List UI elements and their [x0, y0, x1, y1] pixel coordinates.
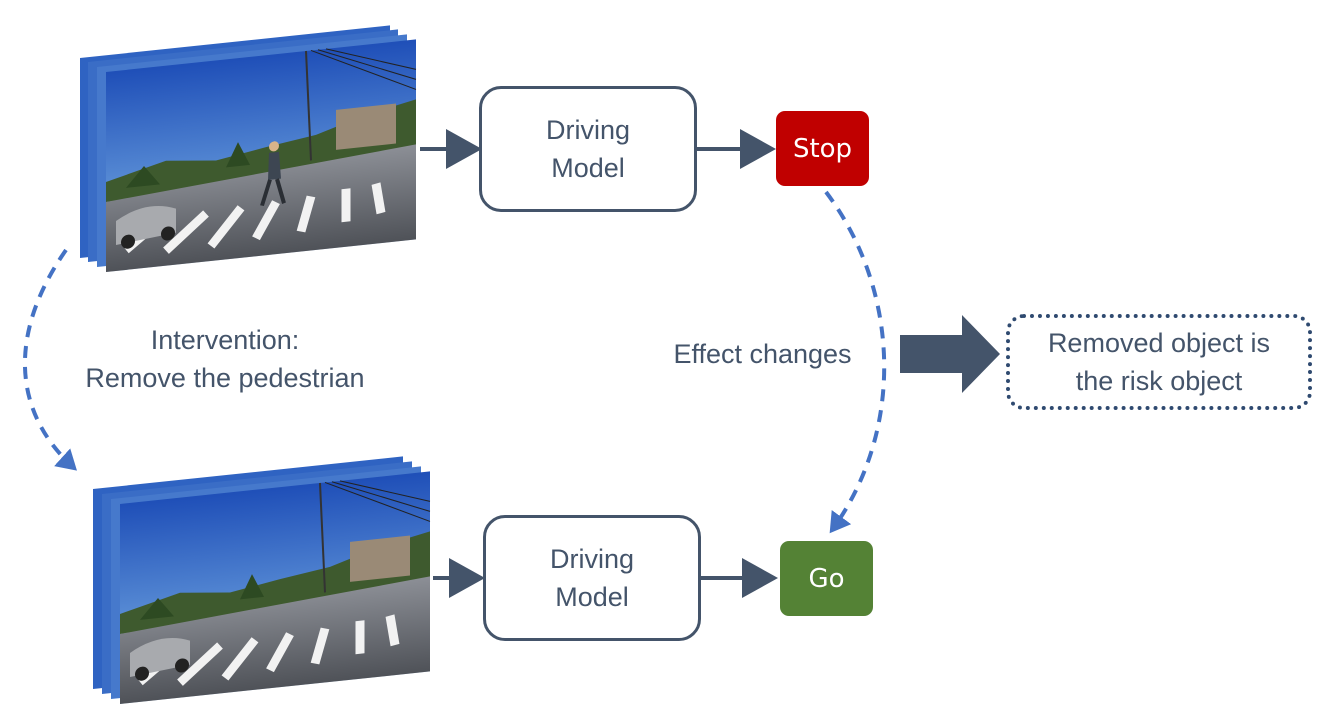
stop-label: Stop: [792, 133, 853, 164]
driving-model-label-top: Driving Model: [545, 115, 631, 183]
conclusion-arrow: [900, 315, 1000, 393]
effect-changes-label: Effect changes: [673, 339, 852, 369]
go-decision: Go: [780, 541, 873, 616]
driving-model-box-bottom: Driving Model: [483, 515, 701, 641]
street-scene-with-pedestrian-image: [106, 39, 416, 272]
go-label: Go: [808, 563, 845, 594]
bottom-frame-stack: [93, 456, 430, 704]
driving-model-box-top: Driving Model: [479, 86, 697, 212]
stop-decision: Stop: [776, 111, 869, 186]
driving-model-label-bottom: Driving Model: [549, 544, 635, 612]
conclusion-label: Removed object is the risk object: [1047, 328, 1271, 396]
intervention-dashed-arrow: [22, 248, 77, 471]
intervention-label: Intervention: Remove the pedestrian: [85, 325, 365, 393]
conclusion-box: Removed object is the risk object: [1006, 314, 1312, 410]
effect-dashed-arrow: [824, 190, 887, 534]
top-frame-stack: [80, 25, 416, 272]
street-scene-without-pedestrian-image: [120, 471, 430, 704]
